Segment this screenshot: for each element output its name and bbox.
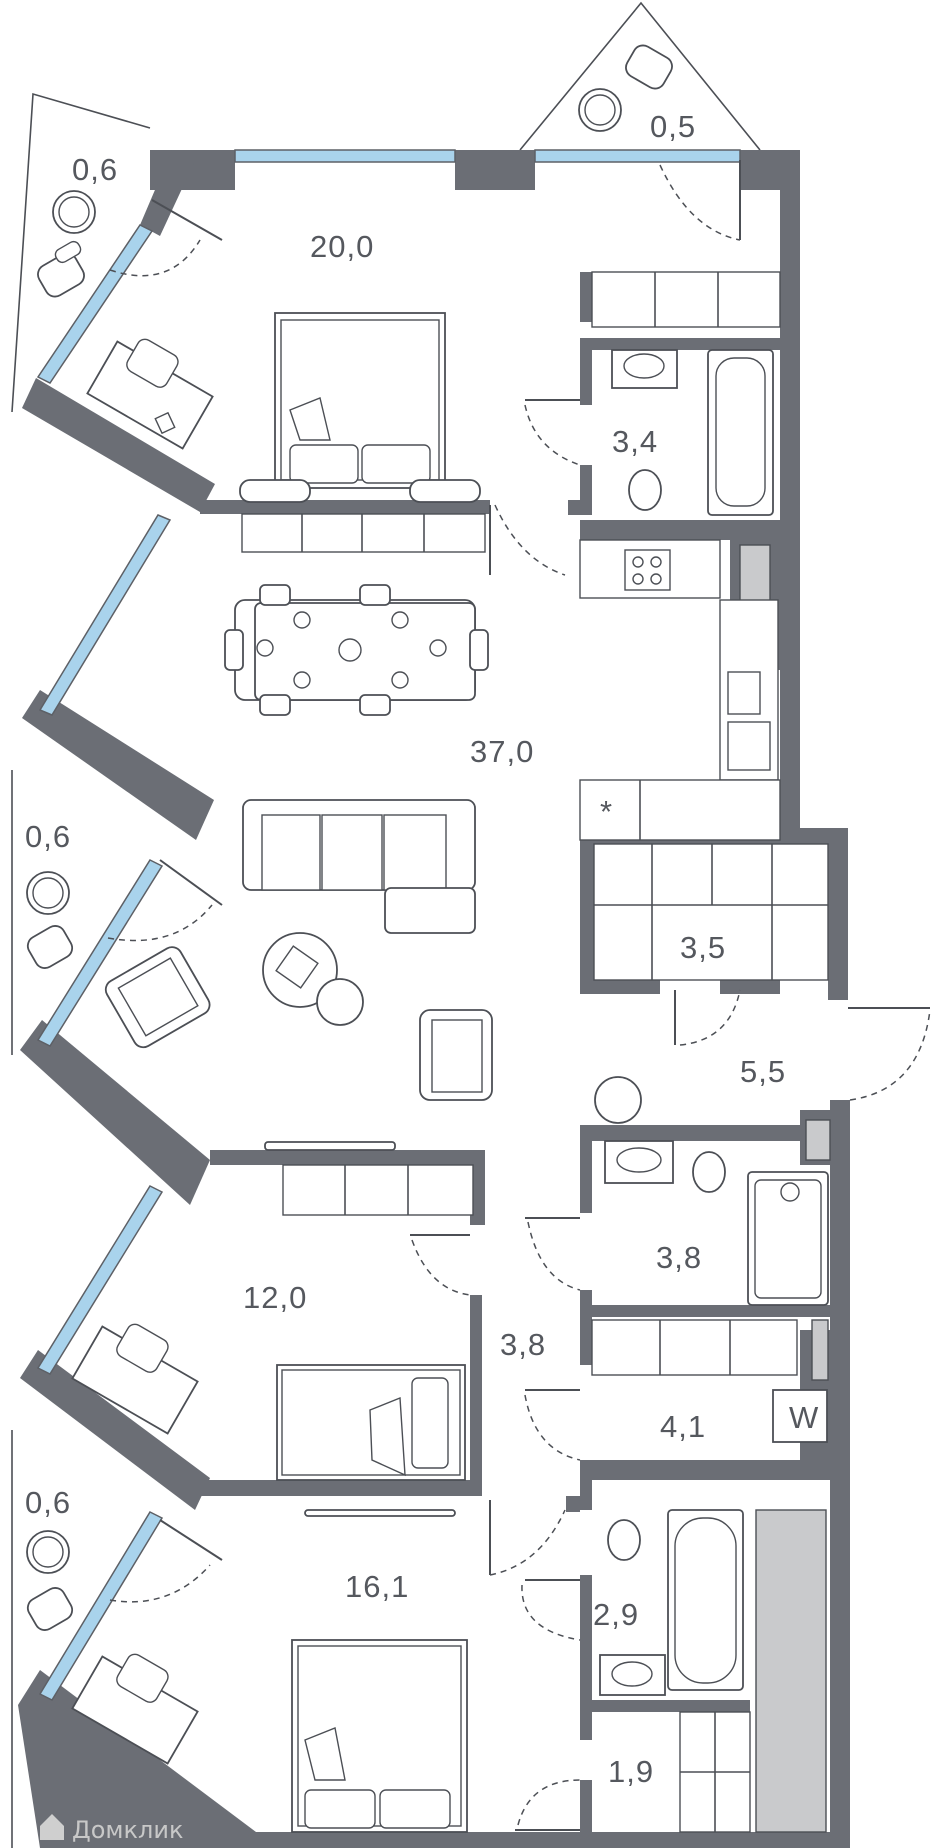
area-balcony-top-left: 0,6 [72, 152, 118, 187]
furniture: * [26, 44, 829, 1833]
area-balcony-top-triangle: 0,5 [650, 109, 696, 144]
area-laundry: 4,1 [660, 1409, 706, 1444]
doors [107, 160, 931, 1831]
area-closet: 1,9 [608, 1754, 654, 1789]
bed-1 [239, 312, 481, 503]
area-balcony-bottom-left: 0,6 [25, 1485, 71, 1520]
washer-symbol: W [789, 1400, 819, 1435]
area-corridor: 3,8 [500, 1327, 546, 1362]
balcony-outlines [11, 1, 761, 1848]
armchairs [104, 946, 493, 1101]
sofa [242, 799, 476, 934]
entrance-round-table [594, 1076, 642, 1124]
bathroom-3-fixtures [599, 1509, 744, 1696]
bathroom-2-fixtures [604, 1140, 829, 1306]
storage-shelves [593, 843, 829, 981]
balcony-set-4 [26, 1530, 74, 1631]
fridge-symbol: * [600, 794, 613, 829]
exterior-walls [18, 150, 850, 1848]
windows [36, 149, 741, 1701]
area-bedroom-3: 16,1 [345, 1569, 409, 1604]
balcony-set-1 [37, 190, 96, 298]
area-balcony-middle-left: 0,6 [25, 819, 71, 854]
wardrobe-1 [241, 513, 486, 553]
area-bathroom-1: 3,4 [612, 424, 658, 459]
balcony-set-2 [578, 44, 673, 132]
area-bathroom-3: 2,9 [593, 1597, 639, 1632]
dining-table [224, 584, 489, 716]
area-bathroom-2: 3,8 [656, 1240, 702, 1275]
watermark-text: Домклик [72, 1816, 183, 1844]
closet-shelves [679, 1711, 751, 1833]
bedroom-3-furniture [71, 1509, 468, 1833]
bathroom-1-fixtures [591, 271, 781, 516]
house-icon [40, 1814, 64, 1840]
balcony-set-3 [26, 871, 74, 969]
laundry-fixtures: W [591, 1319, 828, 1443]
coffee-tables [262, 932, 364, 1026]
area-bedroom-2: 12,0 [243, 1280, 307, 1315]
area-bedroom-1: 20,0 [310, 229, 374, 264]
area-storage: 3,5 [680, 930, 726, 965]
kitchen: * [579, 539, 781, 841]
desk-1 [86, 338, 214, 450]
room-labels: 0,6 0,5 20,0 3,4 37,0 0,6 3,5 5,5 3,8 12… [25, 109, 786, 1789]
area-living-kitchen: 37,0 [470, 734, 534, 769]
watermark: Домклик [40, 1814, 183, 1844]
area-entrance-hall: 5,5 [740, 1054, 786, 1089]
bedroom-2-furniture [71, 1141, 474, 1481]
